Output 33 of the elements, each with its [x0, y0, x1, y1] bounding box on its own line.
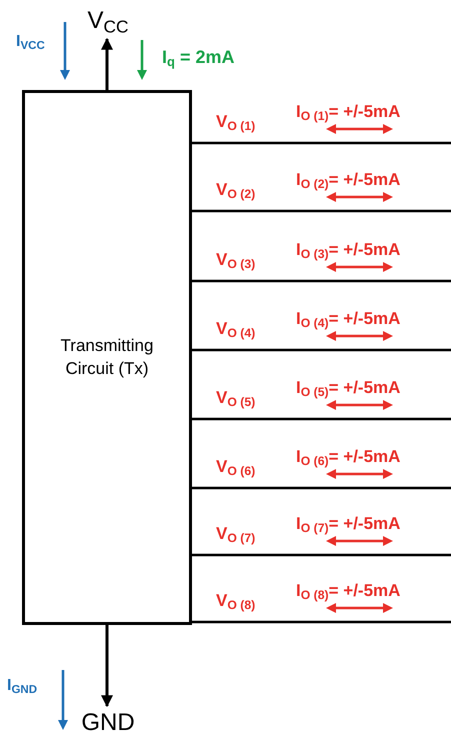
edge-label: V$_{O (3)}$: [216, 251, 256, 270]
current-label: I$_{O (2)}$= +/-5mA: [296, 171, 400, 190]
edge-label: V$_{O (8)}$: [216, 592, 256, 612]
terminal-arrow: [101, 38, 113, 90]
output-line: [192, 142, 451, 144]
output-line: [192, 418, 451, 420]
current-label: I$_{VCC}$: [16, 34, 45, 52]
circuit-block: [22, 90, 192, 625]
edge-label: V$_{O (2)}$: [216, 181, 256, 200]
current-label: I$_{O (1)}$= +/-5mA: [296, 103, 400, 122]
current-label: I$_{O (5)}$= +/-5mA: [296, 379, 400, 398]
current-label: I$_{GND}$: [7, 678, 38, 696]
terminal-label: GND: [81, 709, 135, 737]
current-label: I$_{O (8)}$= +/-5mA: [296, 582, 400, 602]
edge-label: V$_{O (4)}$: [216, 320, 256, 340]
current-label: I$_{O (6)}$= +/-5mA: [296, 448, 400, 468]
output-line: [192, 554, 451, 556]
output-line: [192, 348, 451, 352]
output-line: [192, 620, 451, 624]
output-line: [192, 486, 451, 490]
block-label: Transmitting Circuit (Tx): [60, 334, 154, 380]
edge-label: V$_{O (6)}$: [216, 458, 256, 478]
current-label: I$_{O (4)}$= +/-5mA: [296, 310, 400, 330]
edge-label: V$_{O (5)}$: [216, 389, 256, 408]
current-label: I$_{q}$ = 2mA: [162, 48, 234, 70]
edge-label: V$_{O (1)}$: [216, 113, 256, 132]
terminal-label: V$_{CC}$: [88, 6, 128, 38]
current-label: I$_{O (3)}$= +/-5mA: [296, 241, 400, 260]
terminal-arrow: [101, 625, 113, 708]
current-label: I$_{O (7)}$= +/-5mA: [296, 515, 400, 534]
output-line: [192, 280, 451, 282]
output-line: [192, 210, 451, 212]
edge-label: V$_{O (7)}$: [216, 525, 256, 544]
